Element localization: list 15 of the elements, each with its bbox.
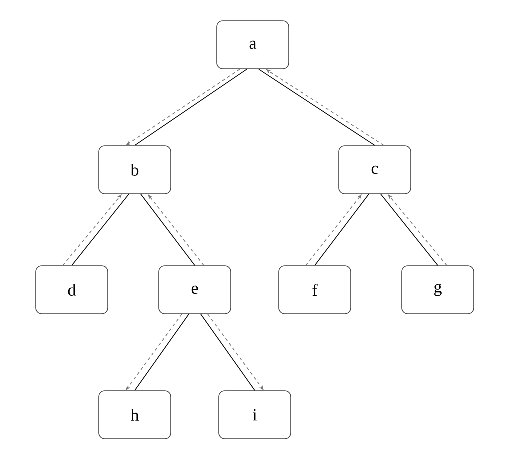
tree-edge bbox=[314, 194, 370, 266]
tree-node-box: i bbox=[218, 390, 292, 440]
tree-node-box: f bbox=[278, 266, 352, 314]
tree-edge bbox=[200, 314, 256, 391]
tree-node-box: e bbox=[158, 266, 232, 314]
tree-edge bbox=[140, 194, 196, 266]
tree-edge bbox=[380, 194, 438, 266]
tree-node-box: d bbox=[36, 266, 108, 314]
tree-node-box: b bbox=[98, 146, 172, 194]
tree-node-box: h bbox=[98, 390, 172, 440]
tree-edge bbox=[72, 194, 130, 266]
tree-edge bbox=[134, 314, 190, 391]
tree-node-box: g bbox=[402, 266, 474, 314]
tree-node-box: a bbox=[216, 20, 290, 70]
tree-node-box: c bbox=[338, 146, 412, 194]
